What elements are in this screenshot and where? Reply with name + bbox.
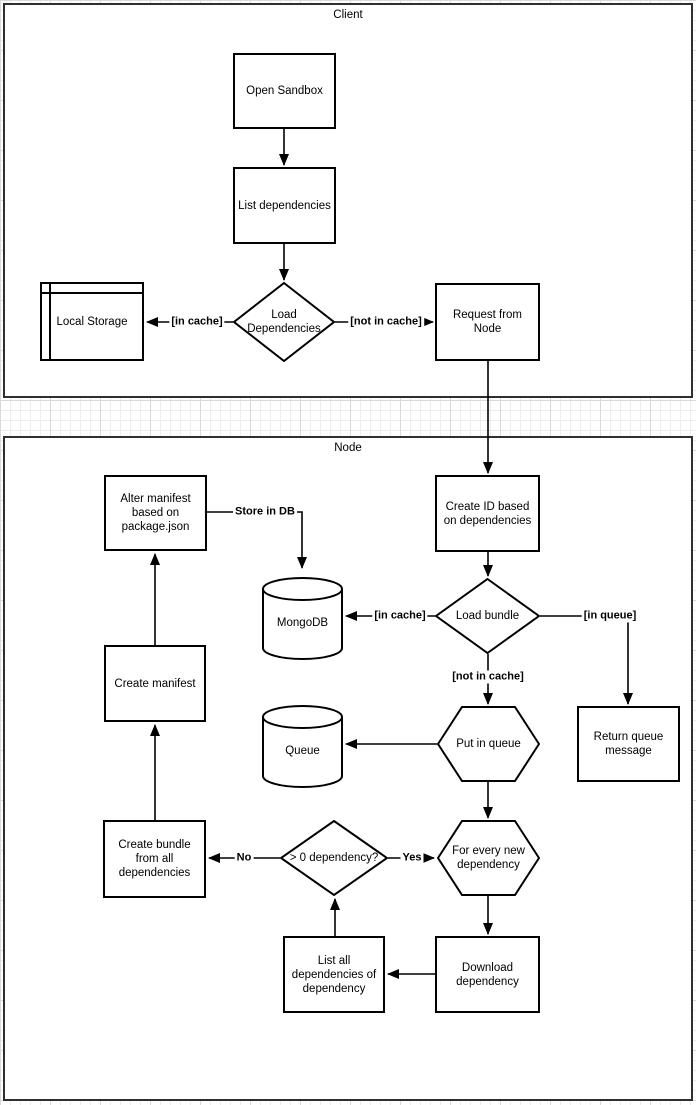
node-queue-label: Queue bbox=[285, 745, 320, 757]
node-gt-zero-dependency-label: > 0 dependency? bbox=[289, 852, 379, 864]
edge-label-node-not-in-cache: [not in cache] bbox=[450, 670, 526, 684]
hexagon-shape bbox=[437, 706, 540, 782]
client-section-title: Client bbox=[333, 9, 363, 21]
node-gt-zero-dependency: > 0 dependency? bbox=[280, 820, 388, 896]
database-cylinder-shape bbox=[262, 577, 343, 660]
node-section-title: Node bbox=[334, 442, 362, 454]
edge-label-in-queue: [in queue] bbox=[581, 609, 639, 623]
node-mongodb: MongoDB bbox=[262, 577, 343, 660]
node-load-bundle: Load bundle bbox=[435, 578, 540, 654]
node-create-id: Create ID based on dependencies bbox=[435, 475, 540, 552]
node-for-every-new-dependency-label: For every new dependency bbox=[452, 845, 525, 871]
node-queue: Queue bbox=[262, 705, 343, 788]
node-put-in-queue-label: Put in queue bbox=[456, 738, 521, 750]
edge-label-yes: Yes bbox=[400, 851, 424, 865]
hexagon-shape bbox=[437, 820, 540, 896]
node-list-all-dependencies: List all dependencies of dependency bbox=[283, 936, 385, 1013]
node-download-dependency: Download dependency bbox=[435, 936, 540, 1013]
node-request-from-node: Request from Node bbox=[435, 283, 540, 361]
database-cylinder-shape bbox=[262, 705, 343, 788]
edge-label-store-in-db: Store in DB bbox=[233, 505, 297, 519]
node-load-dependencies: Load Dependencies bbox=[233, 282, 335, 362]
node-for-every-new-dependency: For every new dependency bbox=[437, 820, 540, 896]
node-load-bundle-label: Load bundle bbox=[455, 610, 520, 622]
node-return-queue-message: Return queue message bbox=[577, 706, 680, 782]
node-load-dependencies-label: Load Dependencies bbox=[247, 309, 321, 335]
node-alter-manifest: Alter manifest based on package.json bbox=[104, 475, 207, 551]
node-mongodb-label: MongoDB bbox=[276, 617, 329, 629]
node-create-bundle: Create bundle from all dependencies bbox=[103, 820, 206, 898]
internal-storage-vline bbox=[49, 284, 51, 359]
diamond-shape bbox=[280, 820, 388, 896]
internal-storage-hline bbox=[42, 292, 142, 294]
edge-label-node-in-cache: [in cache] bbox=[372, 609, 428, 623]
edge-label-client-in-cache: [in cache] bbox=[169, 315, 225, 329]
node-put-in-queue: Put in queue bbox=[437, 706, 540, 782]
edge-label-client-not-in-cache: [not in cache] bbox=[348, 315, 424, 329]
node-local-storage: Local Storage bbox=[40, 282, 144, 361]
node-open-sandbox: Open Sandbox bbox=[233, 53, 336, 129]
node-local-storage-label: Local Storage bbox=[56, 315, 128, 328]
node-create-manifest: Create manifest bbox=[104, 645, 206, 722]
diamond-shape bbox=[233, 282, 335, 362]
edge-label-no: No bbox=[234, 851, 254, 865]
node-list-dependencies: List dependencies bbox=[233, 167, 336, 244]
diamond-shape bbox=[435, 578, 540, 654]
